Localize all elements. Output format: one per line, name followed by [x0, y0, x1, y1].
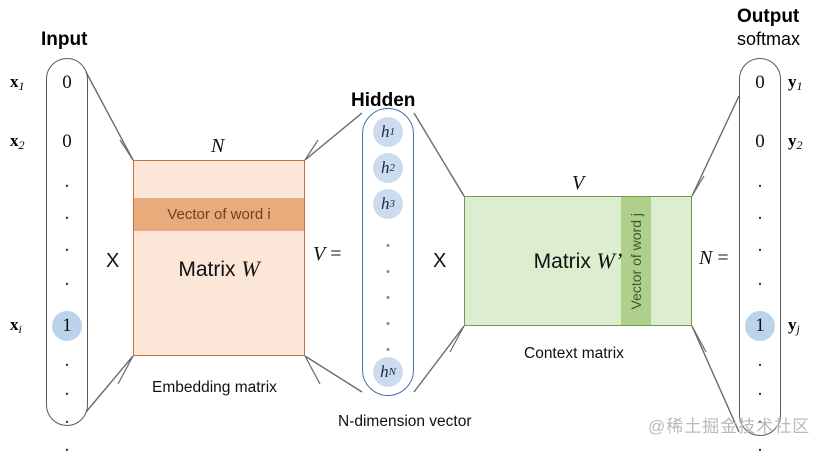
context-matrix-title: Matrix W’	[465, 248, 753, 274]
vector-ellipsis-dot: .	[757, 203, 763, 224]
vector-ellipsis-dot: .	[64, 435, 70, 456]
hidden-ellipsis-dot	[386, 296, 390, 299]
output-vector	[739, 58, 781, 436]
vector-cell: 0	[755, 131, 765, 152]
context-matrix-word-band: Vector of word j	[621, 197, 651, 325]
vector-cell: 0	[62, 131, 72, 152]
vector-index-label: x2	[10, 131, 25, 152]
vector-index-label: xi	[10, 315, 22, 336]
vector-cell: 1	[755, 315, 765, 336]
vector-ellipsis-dot: .	[757, 171, 763, 192]
embedding-matrix-word-band: Vector of word i	[134, 198, 304, 231]
hidden-vector-caption: N-dimension vector	[338, 413, 472, 430]
vector-index-label: y2	[788, 131, 803, 152]
input-title: Input	[41, 29, 88, 50]
equals-right: N =	[699, 247, 729, 270]
embedding-matrix-dim-right: V	[313, 243, 326, 265]
embedding-matrix-title: Matrix W	[134, 256, 304, 282]
vector-cell: 0	[62, 72, 72, 93]
vector-ellipsis-dot: .	[64, 269, 70, 290]
embedding-matrix-dim-top: N	[211, 135, 225, 157]
vector-ellipsis-dot: .	[64, 203, 70, 224]
hidden-ellipsis-dot	[386, 270, 390, 273]
vector-index-label: yj	[788, 315, 800, 336]
hidden-ellipsis-dot	[386, 244, 390, 247]
vector-ellipsis-dot: .	[757, 235, 763, 256]
context-matrix-title-prefix: Matrix	[533, 250, 597, 273]
embedding-matrix-caption: Embedding matrix	[152, 379, 277, 396]
equals-left: V =	[313, 243, 342, 266]
vector-cell: 0	[755, 72, 765, 93]
vector-cell: 1	[62, 315, 72, 336]
input-vector	[46, 58, 88, 426]
vector-ellipsis-dot: .	[64, 379, 70, 400]
context-matrix-dim-top: V	[572, 172, 585, 194]
multiply-operator-right: X	[433, 250, 447, 272]
vector-highlight-circle	[52, 311, 82, 341]
hidden-title: Hidden	[351, 90, 416, 111]
output-title: Output	[737, 6, 800, 27]
context-matrix-dim-right: N	[699, 247, 713, 269]
multiply-operator-left: X	[106, 250, 120, 272]
hidden-ellipsis-dot	[386, 322, 390, 325]
vector-ellipsis-dot: .	[64, 171, 70, 192]
embedding-matrix-title-prefix: Matrix	[178, 258, 242, 281]
context-matrix: Vector of word j Matrix W’	[464, 196, 692, 326]
embedding-matrix-word-band-label: Vector of word i	[167, 206, 271, 223]
vector-ellipsis-dot: .	[757, 407, 763, 428]
vector-ellipsis-dot: .	[64, 407, 70, 428]
vector-ellipsis-dot: .	[757, 379, 763, 400]
context-matrix-title-symbol: W’	[596, 248, 623, 273]
watermark: @稀土掘金技术社区	[648, 417, 811, 436]
equals-right-sign: =	[717, 247, 729, 269]
vector-ellipsis-dot: .	[757, 435, 763, 456]
context-matrix-caption: Context matrix	[524, 345, 624, 362]
embedding-matrix-title-symbol: W	[241, 256, 260, 281]
hidden-ellipsis-dot	[386, 348, 390, 351]
vector-highlight-circle	[745, 311, 775, 341]
vector-ellipsis-dot: .	[64, 350, 70, 371]
hidden-vector	[362, 108, 414, 396]
embedding-matrix: Vector of word i Matrix W	[133, 160, 305, 356]
vector-ellipsis-dot: .	[757, 350, 763, 371]
vector-ellipsis-dot: .	[757, 269, 763, 290]
vector-index-label: y1	[788, 72, 803, 93]
vector-ellipsis-dot: .	[64, 235, 70, 256]
vector-index-label: x1	[10, 72, 25, 93]
equals-left-sign: =	[330, 243, 342, 265]
output-subtitle: softmax	[737, 29, 801, 49]
